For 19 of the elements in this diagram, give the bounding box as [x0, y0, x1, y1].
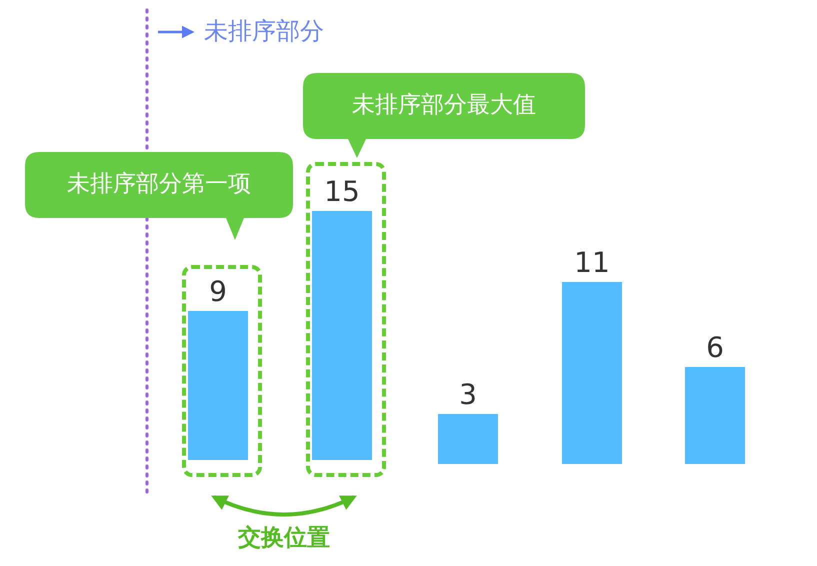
callout-bubble [303, 73, 585, 158]
value-label: 3 [458, 380, 478, 410]
highlight-box [182, 265, 262, 477]
swap-arrow [211, 495, 357, 516]
value-label: 9 [208, 277, 228, 307]
value-label: 11 [573, 248, 611, 278]
highlight-box [306, 162, 386, 477]
callout-text: 未排序部分第一项 [66, 170, 252, 199]
callout-text: 未排序部分最大值 [351, 91, 537, 120]
edge-label: 交换位置 [237, 524, 331, 553]
section-label: 未排序部分 [204, 16, 324, 47]
bar [562, 282, 622, 464]
value-label: 6 [705, 333, 725, 363]
bar [685, 367, 745, 464]
bar [188, 311, 248, 460]
value-label: 15 [323, 177, 361, 207]
bar [438, 414, 498, 464]
bar [312, 211, 372, 460]
callout-bubble [25, 152, 293, 240]
